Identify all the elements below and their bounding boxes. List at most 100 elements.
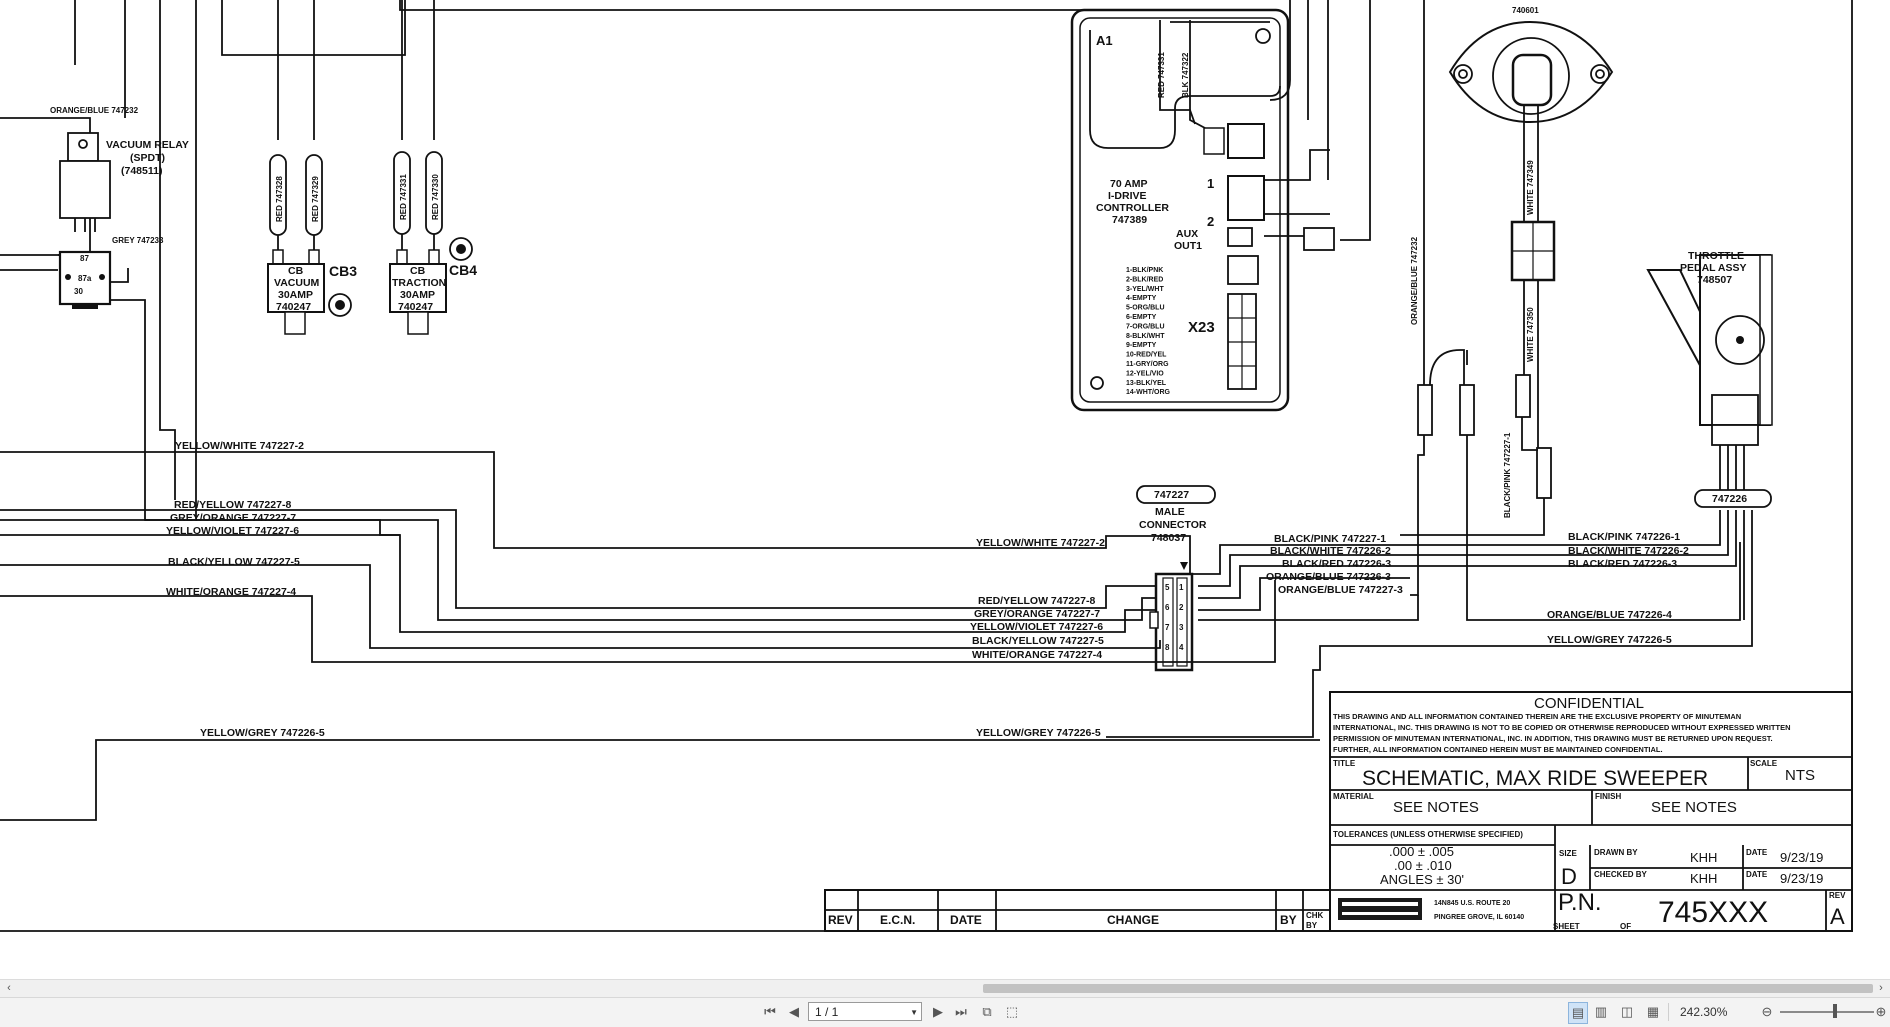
label: RED 747331 [1157, 52, 1166, 98]
label: OF [1620, 922, 1631, 931]
label: ORANGE/BLUE 747232 [1410, 236, 1419, 325]
label: CHECKED BY [1594, 870, 1648, 879]
zoom-in-icon[interactable]: ⊕ [1875, 1004, 1887, 1019]
pin-list-item: 12-YEL/VIO [1126, 370, 1164, 377]
label: ORANGE/BLUE 747232 [50, 106, 139, 115]
label: NTS [1785, 767, 1815, 784]
scrollbar-thumb[interactable] [983, 984, 1873, 993]
label: MATERIAL [1333, 792, 1374, 801]
label: CB4 [449, 262, 477, 278]
scroll-left-arrow-icon[interactable]: ‹ [7, 982, 11, 994]
inline-connectors [1417, 374, 1552, 499]
label: 87a [78, 274, 92, 283]
pin-list-item: 11-GRY/ORG [1126, 361, 1169, 368]
label: (SPDT) [130, 152, 165, 164]
label: BLACK/WHITE 747226-2 [1568, 545, 1689, 557]
next-page-icon[interactable]: ▶ [933, 1004, 943, 1019]
pin-list-item: 6-EMPTY [1126, 314, 1157, 321]
connector-pin-number: 2 [1179, 603, 1184, 612]
label: WHITE 747349 [1526, 160, 1535, 215]
label: BLACK/YELLOW 747227-5 [972, 635, 1104, 647]
label: SEE NOTES [1651, 799, 1737, 816]
label: 87 [80, 254, 89, 263]
harness-labels: YELLOW/WHITE 747227-2 RED/YELLOW 747227-… [166, 440, 1689, 739]
label: CB [410, 265, 426, 277]
title-block [824, 691, 1853, 932]
zoom-slider[interactable] [1780, 1011, 1874, 1013]
zoom-out-icon[interactable]: ⊖ [1761, 1004, 1773, 1019]
label: E.C.N. [880, 913, 915, 927]
label: GREY/ORANGE 747227-7 [170, 512, 296, 524]
label: VACUUM RELAY [106, 139, 189, 151]
label: RED/YELLOW 747227-8 [174, 499, 291, 511]
label: WHITE 747350 [1526, 307, 1535, 362]
speed-sensor [1448, 20, 1614, 124]
label: 70 AMP [1110, 178, 1148, 190]
last-page-icon[interactable]: ⏭ [955, 1004, 967, 1019]
label: I-DRIVE [1108, 190, 1147, 202]
pin-list-item: 4-EMPTY [1126, 295, 1157, 302]
label: INTERNATIONAL, INC. THIS DRAWING IS NOT … [1333, 723, 1791, 732]
label: PERMISSION OF MINUTEMAN INTERNATIONAL, I… [1333, 734, 1773, 743]
first-page-icon[interactable]: ⏮ [764, 1004, 776, 1019]
label: REV [828, 913, 853, 927]
page-dropdown-icon[interactable]: ▼ [910, 1008, 918, 1017]
label: BLACK/YELLOW 747227-5 [168, 556, 300, 568]
label: A1 [1096, 33, 1113, 48]
zoom-level: 242.30% [1680, 1005, 1728, 1019]
label: ORANGE/BLUE 747226-3 [1266, 571, 1391, 583]
label: VACUUM [274, 277, 320, 289]
label: KHH [1690, 850, 1717, 865]
single-page-view-icon[interactable]: ▤ [1568, 1002, 1588, 1024]
label: DATE [1746, 848, 1768, 857]
page-number-field[interactable]: 1 / 1 ▼ [808, 1002, 922, 1021]
connector-pin-number: 5 [1165, 583, 1170, 592]
label: FINISH [1595, 792, 1621, 801]
fit-page-icon[interactable]: ⧉ [982, 1004, 992, 1019]
pin-list-item: 9-EMPTY [1126, 342, 1157, 349]
right-labels: 740601 WHITE 747349 WHITE 747350 ORANGE/… [1139, 6, 1747, 544]
label: THIS DRAWING AND ALL INFORMATION CONTAIN… [1333, 712, 1741, 721]
pin-list-item: 1-BLK/PNK [1126, 267, 1163, 274]
connector-pin-number: 4 [1179, 643, 1184, 652]
label: 1 [1207, 176, 1214, 191]
facing-continuous-view-icon[interactable]: ▦ [1646, 1004, 1660, 1019]
connector-pin-number: 8 [1165, 643, 1170, 652]
label: 30AMP [278, 289, 313, 301]
label: MALE [1155, 506, 1185, 518]
vacuum-relay [58, 132, 112, 309]
zoom-slider-thumb[interactable] [1833, 1004, 1837, 1018]
label: YELLOW/WHITE 747227-2 [976, 537, 1105, 549]
previous-page-icon[interactable]: ◀ [789, 1004, 799, 1019]
label: DRAWN BY [1594, 848, 1638, 857]
label: 747389 [1112, 214, 1147, 226]
label: 740247 [276, 301, 311, 313]
cb-vacuum [267, 154, 352, 335]
label: CB3 [329, 263, 357, 279]
label: P.N. [1558, 889, 1602, 916]
label: 30 [74, 287, 83, 296]
label: WHITE/ORANGE 747227-4 [972, 649, 1102, 661]
facing-view-icon[interactable]: ◫ [1620, 1004, 1634, 1019]
label: BLACK/PINK 747226-1 [1568, 531, 1680, 543]
fit-width-icon[interactable]: ⬚ [1005, 1004, 1019, 1019]
label: KHH [1690, 871, 1717, 886]
label: YELLOW/GREY 747226-5 [200, 727, 325, 739]
label: ANGLES ± 30' [1380, 872, 1464, 887]
throttle-pedal [1646, 254, 1773, 446]
label: CB [288, 265, 304, 277]
label: TRACTION [392, 277, 446, 289]
tag-747226 [1694, 489, 1772, 508]
label: CONNECTOR [1139, 519, 1207, 531]
horizontal-scrollbar[interactable]: ‹ › [0, 979, 1890, 997]
connector-pin-number: 3 [1179, 623, 1184, 632]
pin-list-item: 8-BLK/WHT [1126, 333, 1165, 340]
label: 747226 [1712, 493, 1747, 505]
label: DATE [1746, 870, 1768, 879]
confidential-heading: CONFIDENTIAL [1534, 695, 1644, 712]
continuous-view-icon[interactable]: ▥ [1594, 1004, 1608, 1019]
title-block-text: CONFIDENTIAL THIS DRAWING AND ALL INFORM… [828, 695, 1846, 931]
scroll-right-arrow-icon[interactable]: › [1879, 982, 1883, 994]
label: 748507 [1697, 274, 1732, 286]
